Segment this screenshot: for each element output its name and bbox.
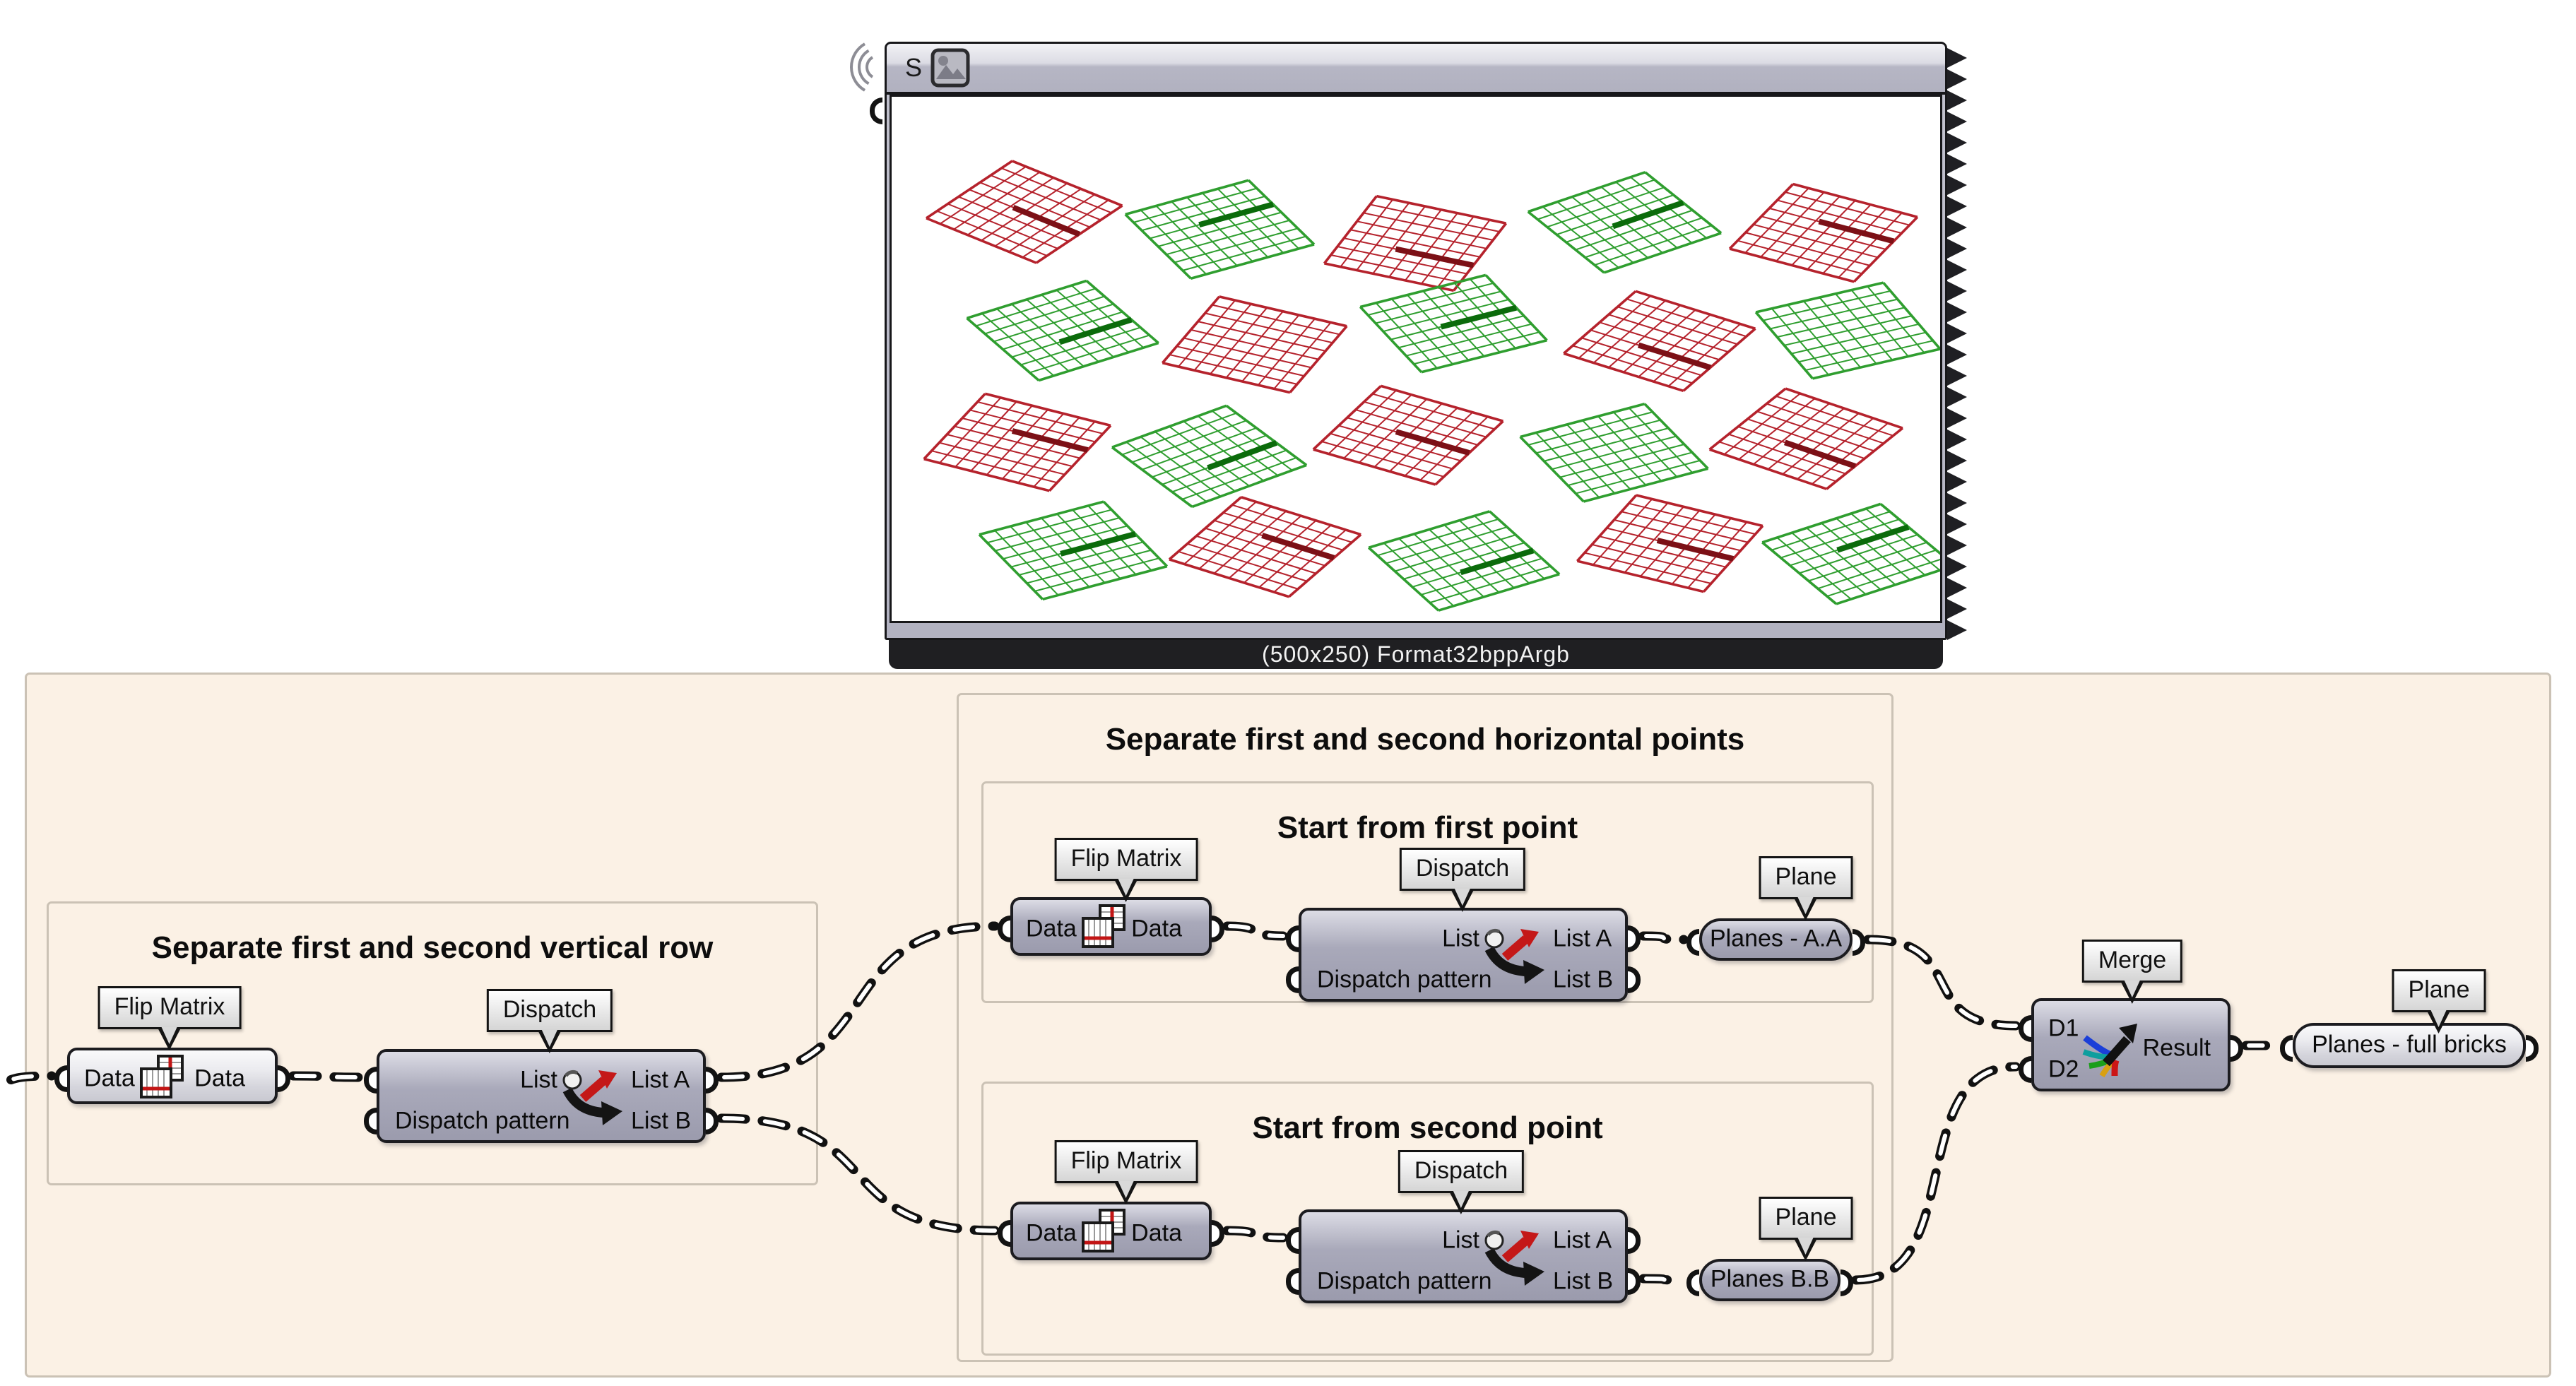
input-label-list: List — [1442, 925, 1479, 952]
merge-input-port-0[interactable] — [2019, 1015, 2031, 1042]
input-label: Data — [1026, 915, 1077, 942]
flip-1-input-port-0[interactable] — [998, 916, 1010, 942]
dispatch-1-output-port-3[interactable] — [1628, 966, 1641, 993]
flip-matrix-component[interactable]: Data Data — [998, 897, 1224, 956]
planes-bb-output-port-1[interactable] — [1841, 1269, 1853, 1296]
input-label-d2: D2 — [2048, 1055, 2079, 1083]
dispatch-icon — [1484, 1230, 1544, 1286]
merge-icon — [2082, 1024, 2137, 1078]
wireless-ripple-icon — [865, 56, 874, 78]
dispatch-left-output-port-2[interactable] — [706, 1067, 719, 1094]
dispatch-1-output-port-2[interactable] — [1628, 925, 1641, 952]
flip-matrix-component[interactable]: Data Data — [998, 1202, 1224, 1260]
planes-bb-input-port-0[interactable] — [1686, 1269, 1699, 1296]
output-label-list-a: List A — [631, 1066, 690, 1094]
dispatch-1-input-port-1[interactable] — [1286, 966, 1299, 993]
input-label-pattern: Dispatch pattern — [395, 1107, 570, 1135]
flip-left-output-port-1[interactable] — [278, 1065, 290, 1092]
output-label-list-a: List A — [1553, 925, 1612, 952]
image-caption: (500x250) Format32bppArgb — [1262, 641, 1570, 667]
planes-full-input-port-0[interactable] — [2280, 1035, 2293, 1062]
dispatch-icon — [562, 1070, 622, 1125]
flip-2-output-port-1[interactable] — [1212, 1220, 1224, 1247]
dispatch-left-input-port-0[interactable] — [364, 1067, 377, 1094]
tooltip-merge: Merge — [2081, 940, 2183, 983]
input-label-pattern: Dispatch pattern — [1317, 1267, 1492, 1295]
planes-full-output-port-1[interactable] — [2526, 1035, 2539, 1062]
input-label: Data — [1026, 1219, 1077, 1247]
planes-aa-output-port-1[interactable] — [1853, 929, 1865, 956]
image-preview-window[interactable]: S — [870, 42, 1947, 640]
output-label-list-b: List B — [1553, 966, 1614, 993]
picture-icon — [930, 48, 970, 88]
flip-matrix-icon — [140, 1055, 184, 1098]
planes-aa-input-port-0[interactable] — [1686, 929, 1699, 956]
output-label-list-a: List A — [1553, 1226, 1612, 1254]
group-title-second-point: Start from second point — [1252, 1110, 1603, 1145]
output-label: Data — [1131, 1219, 1182, 1247]
output-label-result: Result — [2142, 1034, 2211, 1062]
dispatch-component[interactable]: List Dispatch pattern List A List B — [1286, 1209, 1641, 1303]
tooltip-flip-matrix: Flip Matrix — [98, 986, 242, 1029]
wireless-ripple-icon — [850, 42, 866, 92]
input-label-list: List — [520, 1066, 557, 1094]
panel-planes-aa[interactable]: Planes - A.A — [1686, 918, 1865, 961]
window-titlebar[interactable]: S — [887, 44, 1945, 95]
merge-output-port-2[interactable] — [2231, 1035, 2243, 1062]
tooltip-plane: Plane — [2392, 969, 2486, 1012]
input-label-list: List — [1442, 1226, 1479, 1254]
tooltip-plane: Plane — [1759, 1197, 1853, 1240]
group-title-horizontal-points: Separate first and second horizontal poi… — [1105, 722, 1745, 757]
panel-label: Planes - full bricks — [2312, 1031, 2507, 1058]
dispatch-component[interactable]: List Dispatch pattern List A List B — [364, 1049, 719, 1143]
preview-image-area — [890, 95, 1942, 623]
flip-matrix-component[interactable]: Data Data — [54, 1048, 290, 1104]
tooltip-flip-matrix: Flip Matrix — [1054, 1140, 1198, 1183]
input-label-pattern: Dispatch pattern — [1317, 966, 1492, 993]
panel-planes-full-bricks[interactable]: Planes - full bricks — [2280, 1023, 2539, 1068]
dispatch-2-input-port-0[interactable] — [1286, 1227, 1299, 1254]
dispatch-icon — [1484, 928, 1544, 984]
panel-label: Planes - A.A — [1709, 925, 1843, 952]
input-label-d1: D1 — [2048, 1014, 2079, 1042]
tooltip-dispatch: Dispatch — [486, 989, 613, 1032]
dispatch-component[interactable]: List Dispatch pattern List A List B — [1286, 908, 1641, 1002]
preview-image — [892, 97, 1940, 621]
dispatch-2-output-port-3[interactable] — [1628, 1268, 1641, 1295]
image-caption-bar: (500x250) Format32bppArgb — [889, 640, 1943, 669]
tooltip-flip-matrix: Flip Matrix — [1054, 838, 1198, 881]
output-label: Data — [1131, 915, 1182, 942]
output-label-list-b: List B — [1553, 1267, 1614, 1295]
window-badge: S — [905, 53, 923, 82]
flip-1-output-port-1[interactable] — [1212, 916, 1224, 942]
merge-input-port-1[interactable] — [2019, 1056, 2031, 1083]
wireless-ripple-icon — [858, 49, 870, 85]
flip-left-input-port-0[interactable] — [54, 1065, 67, 1092]
window-sawtooth-edge — [1947, 48, 1967, 640]
dispatch-left-input-port-1[interactable] — [364, 1108, 377, 1135]
dispatch-2-output-port-2[interactable] — [1628, 1227, 1641, 1254]
tooltip-plane: Plane — [1759, 856, 1853, 899]
flip-matrix-icon — [1082, 1209, 1125, 1252]
input-label: Data — [84, 1065, 135, 1092]
dispatch-1-input-port-0[interactable] — [1286, 925, 1299, 952]
dispatch-left-output-port-3[interactable] — [706, 1108, 719, 1135]
panel-label: Planes B.B — [1710, 1265, 1830, 1293]
flip-matrix-icon — [1082, 904, 1125, 948]
flip-2-input-port-0[interactable] — [998, 1220, 1010, 1247]
group-title-vertical-row: Separate first and second vertical row — [151, 930, 714, 965]
tooltip-dispatch: Dispatch — [1398, 1150, 1525, 1193]
dispatch-2-input-port-1[interactable] — [1286, 1268, 1299, 1295]
output-label-list-b: List B — [631, 1107, 692, 1135]
output-label: Data — [194, 1065, 245, 1092]
panel-planes-bb[interactable]: Planes B.B — [1686, 1259, 1853, 1301]
merge-component[interactable]: D1 D2 Result — [2019, 998, 2243, 1091]
window-input-port[interactable] — [870, 97, 882, 124]
tooltip-dispatch: Dispatch — [1399, 848, 1526, 891]
group-title-first-point: Start from first point — [1277, 810, 1578, 845]
